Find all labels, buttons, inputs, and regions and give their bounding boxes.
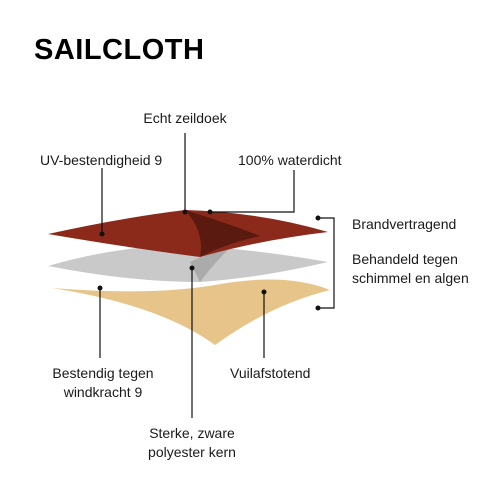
label-brandvertragend: Brandvertragend — [352, 216, 457, 232]
top-layer-fold — [185, 210, 260, 257]
label-schimmel-line2: schimmel en algen — [352, 270, 469, 286]
page-title: SAILCLOTH — [34, 34, 205, 66]
label-windkracht-line1: Bestendig tegen — [52, 365, 154, 381]
label-kern-line2: polyester kern — [148, 444, 236, 460]
label-echt-zeildoek: Echt zeildoek — [143, 110, 227, 126]
callout-dots — [97, 209, 321, 311]
top-layer — [48, 210, 328, 257]
label-schimmel-line1: Behandeld tegen — [352, 251, 458, 267]
label-kern-line1: Sterke, zware — [149, 425, 235, 441]
bottom-layer — [52, 279, 330, 345]
label-windkracht-line2: windkracht 9 — [63, 384, 143, 400]
label-waterdicht: 100% waterdicht — [238, 152, 342, 168]
callout-lines — [99, 133, 335, 418]
middle-layer — [48, 245, 328, 282]
label-vuilafstotend: Vuilafstotend — [230, 365, 311, 381]
middle-layer-fold — [190, 248, 230, 282]
label-uv-bestendigheid: UV-bestendigheid 9 — [40, 152, 163, 168]
